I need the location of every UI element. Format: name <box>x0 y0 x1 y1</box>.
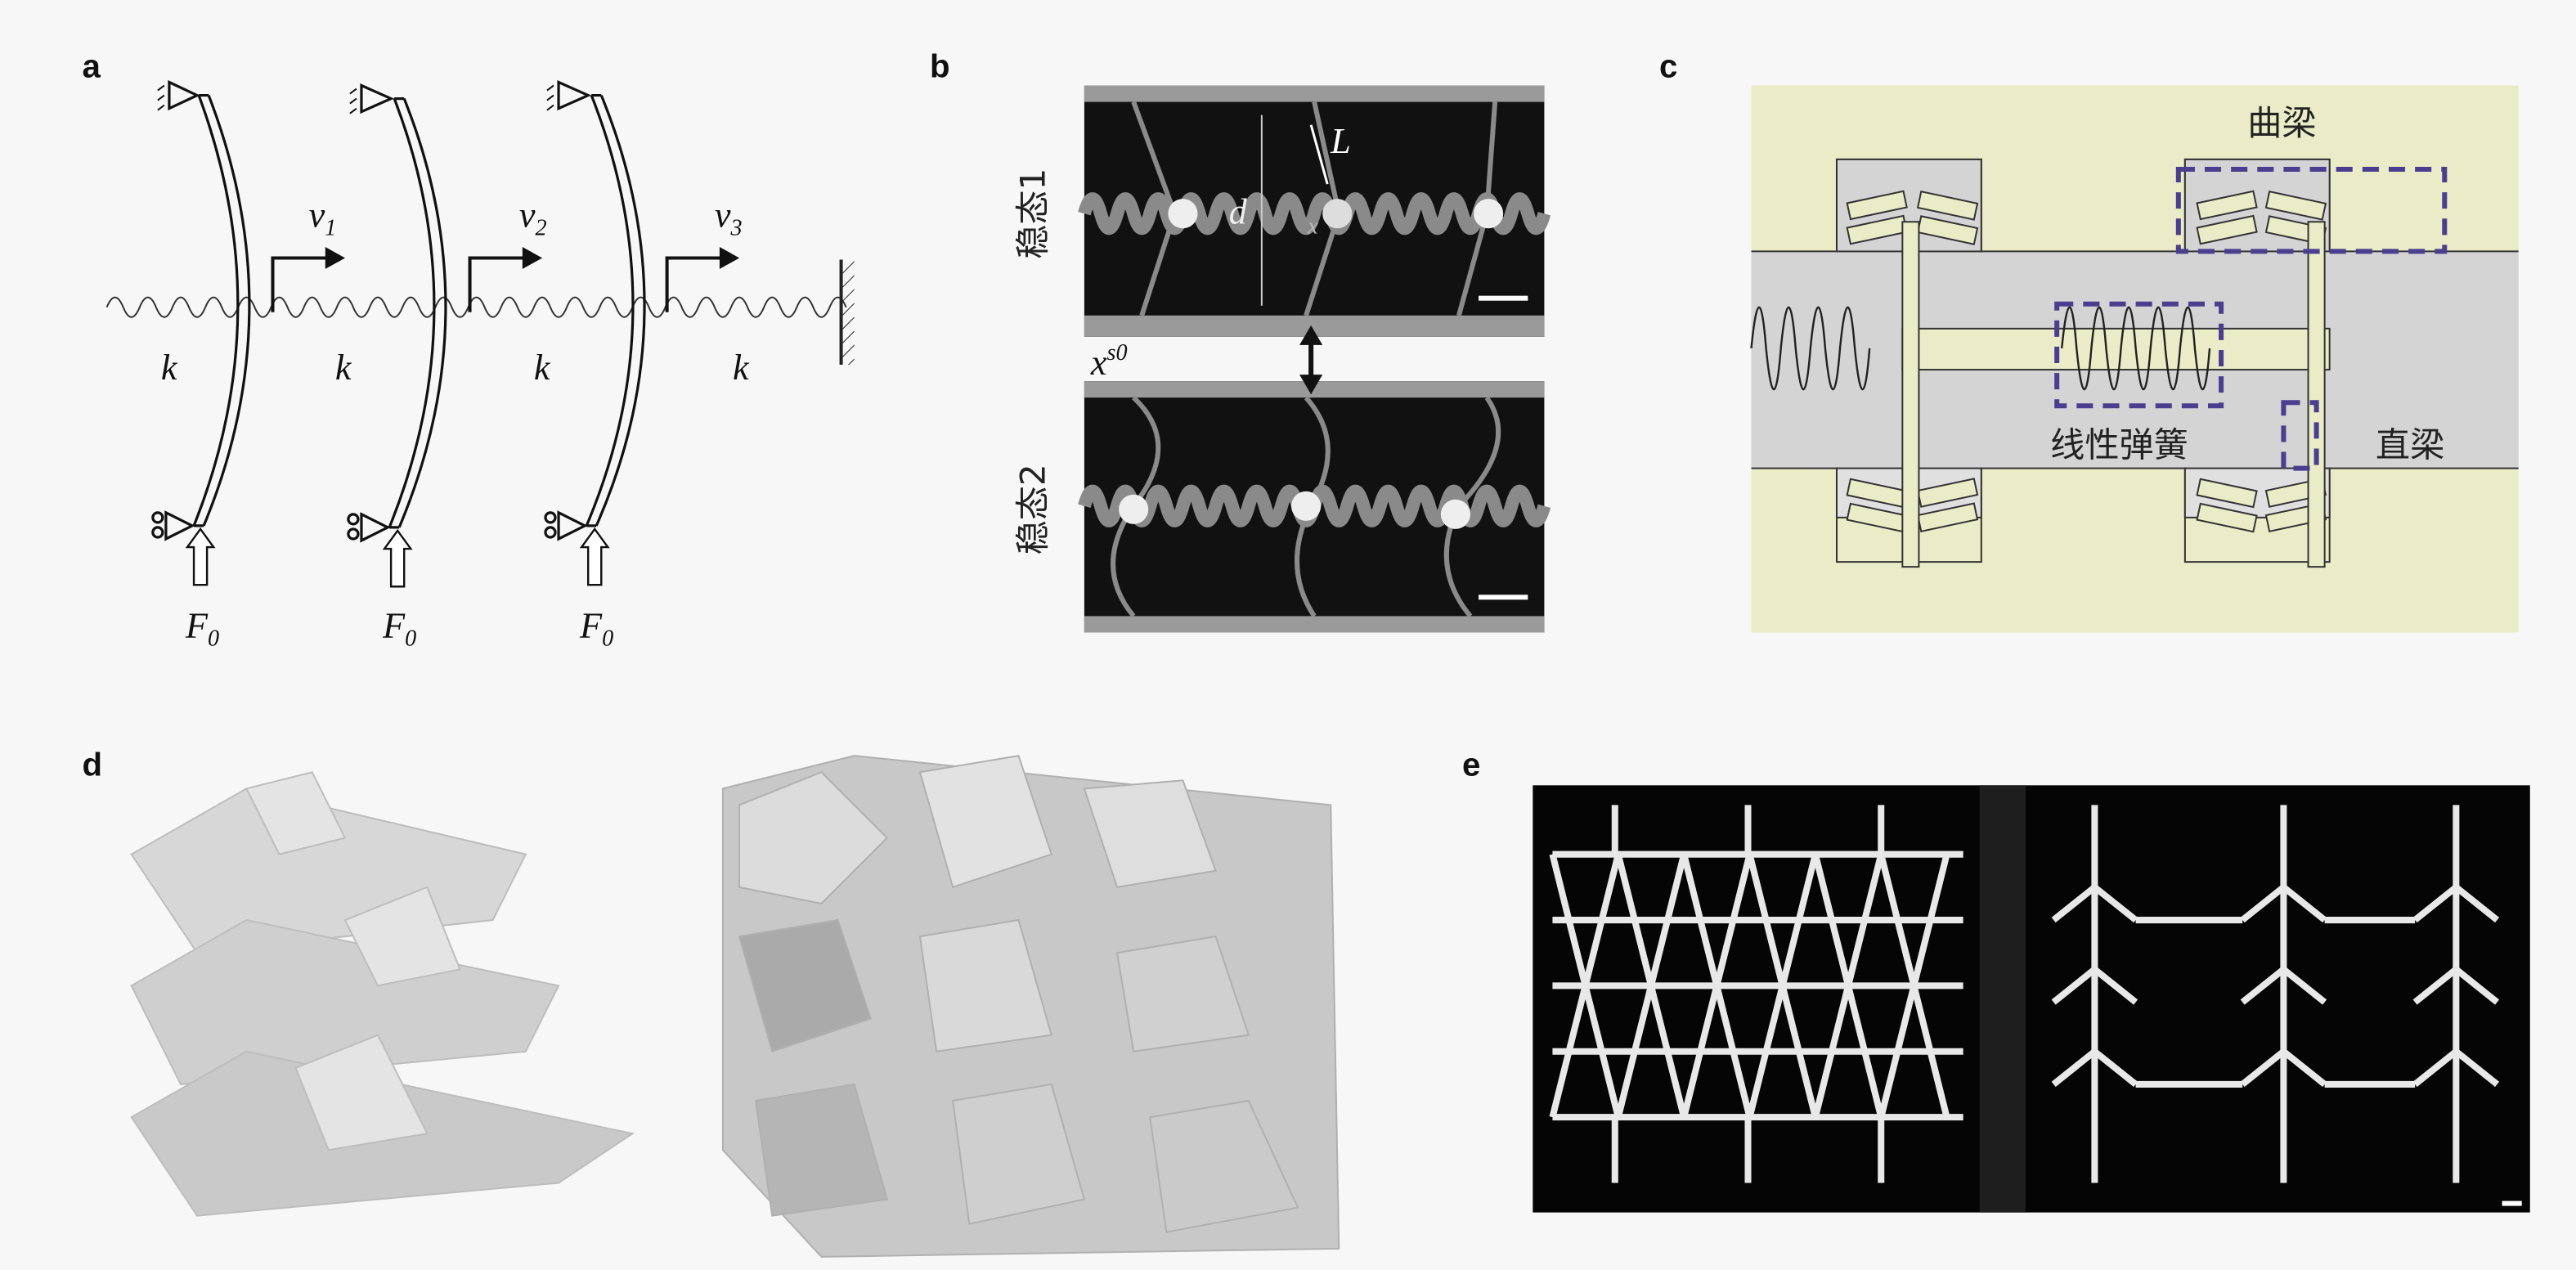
svg-text:F0: F0 <box>382 606 416 652</box>
state-2-photo <box>1078 381 1551 633</box>
panel-a: a <box>82 47 855 652</box>
svg-text:v1: v1 <box>309 195 337 240</box>
panel-label-b: b <box>930 47 950 84</box>
svg-text:v2: v2 <box>519 195 547 240</box>
triangle-lattice <box>1549 805 1963 1183</box>
state-1-label: 稳态1 <box>1013 168 1053 259</box>
state-2-label: 稳态2 <box>1013 464 1053 554</box>
svg-text:k: k <box>733 348 750 388</box>
pyramid-lattice-render <box>130 771 635 1217</box>
fixed-wall-icon <box>839 259 855 366</box>
linear-spring-label: 线性弹簧 <box>2050 425 2188 465</box>
svg-text:k: k <box>335 348 352 388</box>
svg-text:L: L <box>1330 121 1351 161</box>
highlight-boxes <box>2054 166 2448 471</box>
svg-text:v3: v3 <box>715 195 743 240</box>
x-s0-label: xs0 <box>1090 340 1128 383</box>
velocity-labels: v1 v2 v3 <box>309 195 743 240</box>
scale-bar <box>2502 1200 2522 1206</box>
roller-support-icons <box>151 510 588 543</box>
spring-chain <box>105 296 847 318</box>
velocity-arrow-icons <box>271 246 740 312</box>
curved-beam-units <box>1846 190 2331 568</box>
curved-beam-label: 曲梁 <box>2247 103 2316 143</box>
curved-beams <box>192 93 646 529</box>
panel-b: b 稳态1 稳态2 d L x <box>930 47 1551 633</box>
panel-label-c: c <box>1659 47 1677 84</box>
panel-label-e: e <box>1462 746 1480 783</box>
svg-text:F0: F0 <box>185 606 219 652</box>
force-labels: F0 F0 F0 <box>185 606 613 652</box>
svg-text:k: k <box>534 348 551 388</box>
pin-support-icons <box>157 79 592 114</box>
svg-text:k: k <box>161 348 178 388</box>
panel-label-d: d <box>82 746 102 783</box>
straight-beam-label: 直梁 <box>2376 425 2444 465</box>
panel-d: d <box>82 746 1340 1258</box>
panel-c: c <box>1659 47 2519 633</box>
y-shaped-lattice <box>2051 805 2500 1183</box>
svg-text:F0: F0 <box>579 606 613 652</box>
svg-text:d: d <box>1229 191 1248 231</box>
spring-labels: k k k k <box>161 348 750 388</box>
state-1-photo: d L x <box>1078 85 1551 337</box>
panel-label-a: a <box>82 47 101 84</box>
polyhedron-lattice-render <box>721 755 1340 1258</box>
panel-e: e <box>1462 746 2530 1213</box>
transition-arrow-icon <box>1299 325 1323 395</box>
force-arrow-icons <box>185 527 610 588</box>
svg-text:x: x <box>1307 213 1318 239</box>
